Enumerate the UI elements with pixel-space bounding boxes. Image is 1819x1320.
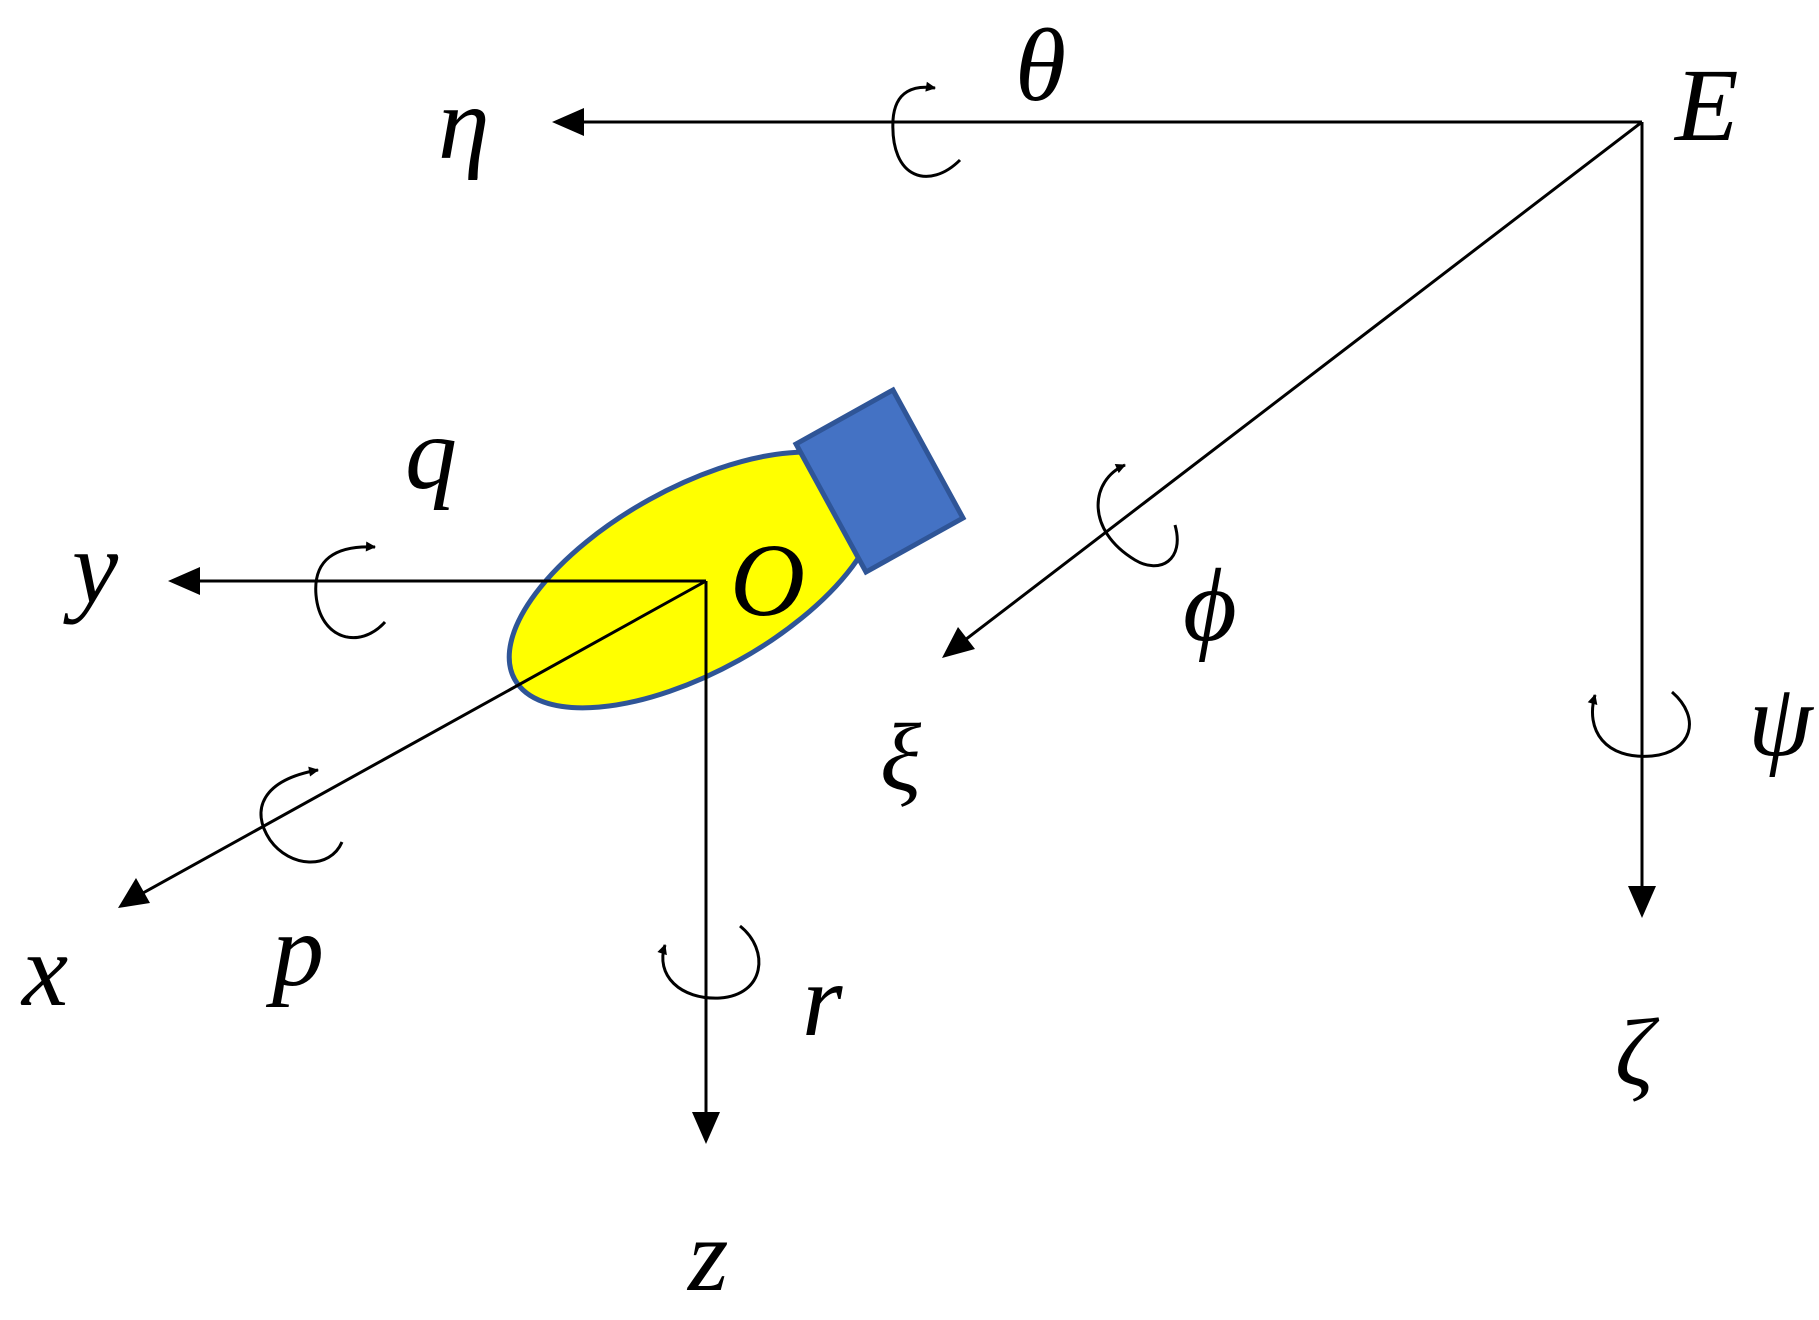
xi-axis-line [964,120,1643,642]
y-label: y [63,510,119,625]
z-label: z [686,1198,728,1313]
phi-label: ϕ [1183,548,1237,663]
xi-axis-arrowhead [942,627,975,658]
q-label: q [405,396,457,511]
rotation-arrows [259,81,1691,1000]
x-label: x [20,913,68,1028]
r-rotation-arrow [657,924,761,1000]
x-axis-arrowhead [118,878,150,908]
theta-label: θ [1015,8,1066,123]
labels: E η θ ϕ ξ ψ ζ O q y x p r z [20,8,1815,1313]
psi-rotation-arrow [1587,690,1691,758]
earth-origin-label: E [1673,48,1739,163]
x-axis-line [142,579,707,895]
body-frame-axes [118,567,720,1144]
q-rotation-arrow [314,541,387,639]
psi-label: ψ [1748,663,1815,778]
phi-rotation-arrow [1096,463,1179,568]
vehicle-thruster [792,386,967,576]
eta-label: η [438,66,490,181]
zeta-label: ζ [1615,999,1660,1106]
zeta-axis-arrowhead [1628,886,1656,918]
r-label: r [802,943,843,1058]
p-label: p [265,893,324,1008]
p-rotation-arrow [259,766,344,864]
y-axis-arrowhead [168,567,200,595]
earth-frame-axes [552,108,1656,918]
xi-label: ξ [880,704,922,811]
z-axis-arrowhead [692,1112,720,1144]
body-origin-label: O [730,523,805,638]
eta-axis-arrowhead [552,108,584,136]
theta-rotation-arrow [891,81,962,178]
